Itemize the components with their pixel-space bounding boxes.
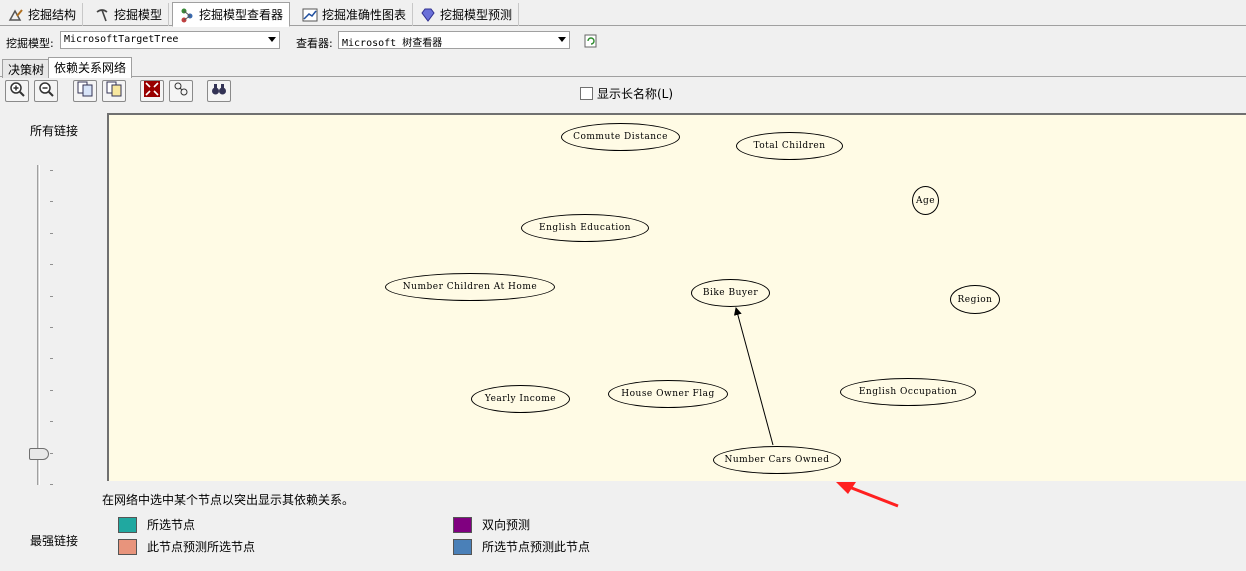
expand-icon — [144, 81, 160, 101]
layout-button[interactable] — [169, 80, 193, 102]
slider-tick — [50, 421, 53, 423]
link-strength-slider-track[interactable] — [37, 165, 40, 485]
tab-decision-tree[interactable]: 决策树 — [2, 59, 51, 78]
viewer-value: Microsoft 树查看器 — [342, 38, 443, 49]
slider-tick — [50, 264, 53, 266]
legend-swatch — [118, 538, 137, 555]
node-age[interactable]: Age — [912, 186, 939, 215]
zoom-in-button[interactable] — [5, 80, 29, 102]
tab-mining-model-viewer[interactable]: 挖掘模型查看器 — [172, 2, 291, 27]
legend-bidirectional: 双向预测 — [453, 516, 530, 533]
link-strength-slider-thumb[interactable] — [29, 448, 49, 460]
legend-label: 所选节点预测此节点 — [482, 540, 591, 554]
tab-label: 挖掘结构 — [28, 8, 77, 22]
slider-tick — [50, 232, 53, 234]
node-region[interactable]: Region — [950, 285, 1000, 314]
zoom-out-button[interactable] — [34, 80, 58, 102]
model-toolbar: 挖掘模型: MicrosoftTargetTree 查看器: Microsoft… — [0, 27, 1246, 55]
copy-button[interactable] — [73, 80, 97, 102]
find-node-button[interactable] — [207, 80, 231, 102]
node-yearly-income[interactable]: Yearly Income — [471, 385, 570, 413]
dependency-network-canvas[interactable]: Commute Distance Total Children Age Engl… — [107, 113, 1246, 481]
zoom-in-icon — [9, 81, 25, 101]
node-number-cars-owned[interactable]: Number Cars Owned — [713, 446, 841, 474]
copy-icon — [77, 81, 93, 101]
tab-label: 挖掘模型查看器 — [199, 8, 284, 22]
diamond-icon — [420, 7, 436, 23]
tab-mining-structure[interactable]: 挖掘结构 — [2, 3, 84, 26]
tab-label: 挖掘模型预测 — [440, 8, 513, 22]
tab-model-prediction[interactable]: 挖掘模型预测 — [414, 3, 520, 26]
chevron-down-icon — [558, 37, 566, 42]
main-tab-strip: 挖掘结构 挖掘模型 挖掘模型查看器 挖掘准确性图表 挖掘模型预测 — [0, 0, 1246, 27]
legend-label: 双向预测 — [482, 518, 531, 532]
copy-image-icon — [106, 81, 122, 101]
slider-tick — [50, 484, 53, 485]
node-bike-buyer[interactable]: Bike Buyer — [691, 279, 770, 307]
legend-label: 所选节点 — [147, 518, 196, 532]
copy-graph-button[interactable] — [102, 80, 126, 102]
node-english-occupation[interactable]: English Occupation — [840, 378, 976, 406]
layout-icon — [173, 81, 189, 101]
zoom-out-icon — [38, 81, 54, 101]
edge-layer — [733, 307, 774, 446]
mining-model-select[interactable]: MicrosoftTargetTree — [60, 31, 280, 49]
slider-tick — [50, 358, 53, 360]
pickaxe-icon — [94, 7, 110, 23]
node-total-children[interactable]: Total Children — [736, 132, 843, 160]
tab-mining-model[interactable]: 挖掘模型 — [88, 3, 170, 26]
network-hint-text: 在网络中选中某个节点以突出显示其依赖关系。 — [102, 493, 355, 507]
show-long-names-checkbox[interactable] — [580, 87, 593, 100]
slider-strongest-links-label: 最强链接 — [30, 534, 79, 548]
slider-tick — [50, 170, 53, 171]
refresh-icon[interactable] — [584, 34, 598, 48]
node-commute-distance[interactable]: Commute Distance — [561, 123, 680, 151]
node-number-children-at-home[interactable]: Number Children At Home — [385, 273, 555, 301]
viewer-sub-tabs: 决策树 依赖关系网络 — [0, 57, 1246, 78]
node-house-owner-flag[interactable]: House Owner Flag — [608, 380, 728, 408]
binoculars-icon — [211, 81, 227, 101]
structure-icon — [8, 7, 24, 23]
annotation-arrow — [836, 482, 899, 508]
legend-swatch — [453, 516, 472, 533]
tab-dependency-network[interactable]: 依赖关系网络 — [48, 57, 133, 78]
legend-selected-predicts: 所选节点预测此节点 — [453, 538, 590, 555]
edge-cars-to-bikebuyer — [733, 307, 774, 446]
chart-icon — [302, 7, 318, 23]
tab-label: 挖掘模型 — [114, 8, 163, 22]
tab-accuracy-chart[interactable]: 挖掘准确性图表 — [296, 3, 414, 26]
slider-tick — [50, 201, 53, 203]
chevron-down-icon — [268, 37, 276, 42]
legend-swatch — [118, 516, 137, 533]
legend-swatch — [453, 538, 472, 555]
slider-all-links-label: 所有链接 — [30, 124, 79, 138]
legend-predicts-selected: 此节点预测所选节点 — [118, 538, 255, 555]
show-long-names-label: 显示长名称(L) — [597, 87, 674, 101]
slider-tick — [50, 389, 53, 391]
viewer-select[interactable]: Microsoft 树查看器 — [338, 31, 570, 49]
slider-tick — [50, 295, 53, 297]
viewer-label: 查看器: — [296, 37, 333, 50]
viewer-icon — [179, 7, 195, 23]
legend-label: 此节点预测所选节点 — [147, 540, 256, 554]
node-english-education[interactable]: English Education — [521, 214, 649, 242]
fit-to-window-button[interactable] — [140, 80, 164, 102]
tab-label: 挖掘准确性图表 — [322, 8, 407, 22]
slider-tick — [50, 452, 53, 454]
model-label: 挖掘模型: — [6, 37, 54, 50]
mining-model-value: MicrosoftTargetTree — [64, 34, 179, 45]
slider-tick — [50, 327, 53, 328]
network-toolbar: 显示长名称(L) — [0, 78, 1246, 106]
legend-selected-node: 所选节点 — [118, 516, 195, 533]
